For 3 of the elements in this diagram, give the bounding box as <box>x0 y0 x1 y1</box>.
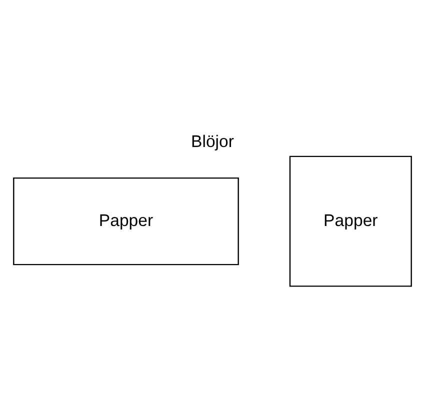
diagram-title: Blöjor <box>191 132 234 151</box>
node-box: Papper <box>13 176 239 265</box>
node-box: Papper <box>289 155 412 286</box>
